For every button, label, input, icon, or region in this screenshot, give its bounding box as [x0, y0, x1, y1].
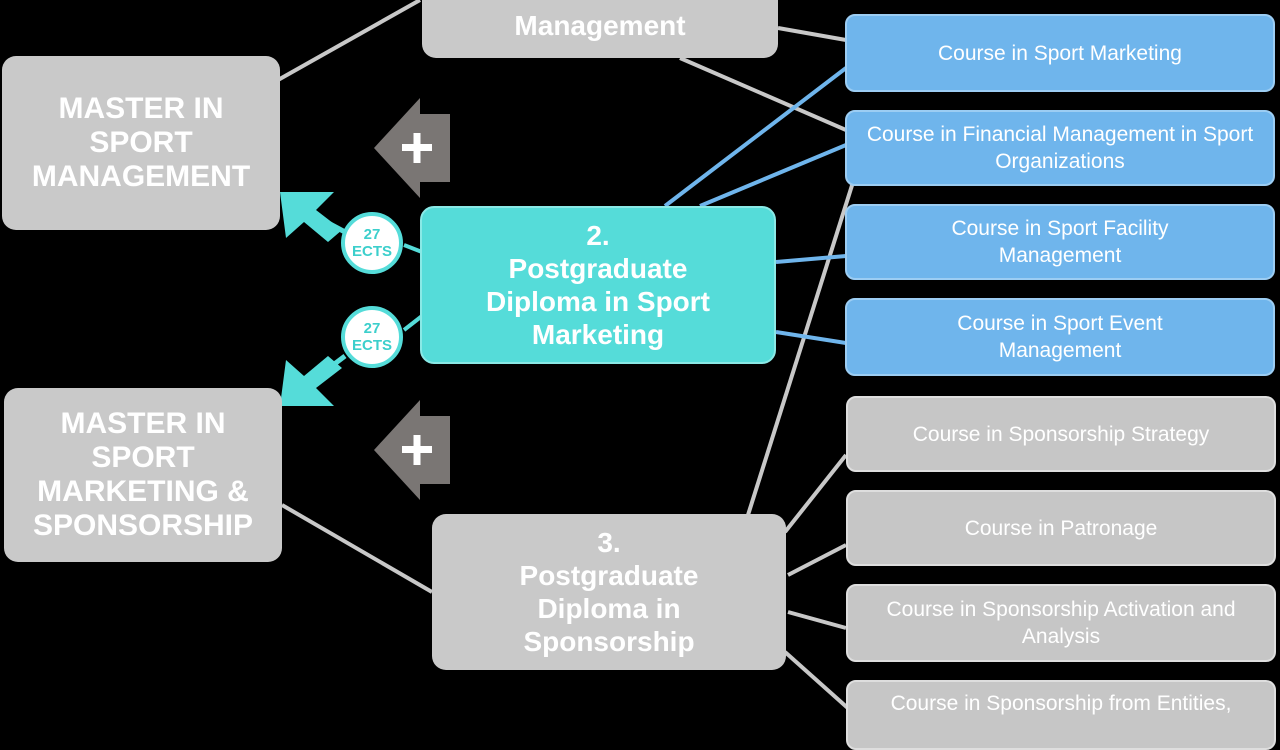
connector-pg3-grey1: [783, 453, 848, 534]
connector-pg2-blue2: [699, 143, 847, 208]
course-label: Course in Sponsorship Strategy: [912, 422, 1210, 446]
course-blue-1: Course in Sport Marketing: [845, 14, 1275, 92]
pg3-title: Postgraduate Diploma in Sponsorship: [519, 560, 699, 657]
connector-top-course2: [679, 56, 847, 132]
connector-top-course1: [777, 26, 847, 42]
course-label: Course in Sport Facility Management: [951, 217, 1169, 267]
connector-pg3-grey3: [787, 610, 847, 630]
arrowhead-to-master-2: [280, 356, 342, 406]
course-blue-4: Course in Sport Event Management: [845, 298, 1275, 376]
pg3-number: 3.: [597, 527, 621, 558]
connector-lines: [277, 0, 862, 712]
connector-master1-top: [277, 0, 421, 82]
course-label: Course in Sponsorship Activation and Ana…: [886, 598, 1236, 648]
ects-unit: ECTS: [351, 337, 392, 354]
connector-pg3-grey2: [787, 543, 847, 577]
course-grey-4: Course in Sponsorship from Entities,: [846, 680, 1276, 750]
pg2-sport-marketing-node: 2. Postgraduate Diploma in Sport Marketi…: [420, 206, 776, 364]
ects-badge-2: 27 ECTS: [341, 306, 403, 368]
course-label: Course in Sport Event Management: [957, 312, 1163, 362]
connector-ects1-pg2: [403, 243, 423, 254]
ects-value: 27: [363, 226, 381, 243]
course-label: Course in Patronage: [964, 516, 1158, 540]
connector-master2-pg3: [280, 503, 434, 594]
course-blue-3: Course in Sport Facility Management: [845, 204, 1275, 280]
course-blue-2: Course in Financial Management in Sport …: [845, 110, 1275, 186]
master-sport-marketing-sponsorship: MASTER IN SPORT MARKETING & SPONSORSHIP: [4, 388, 282, 562]
ects-badge-1: 27 ECTS: [341, 212, 403, 274]
ects-unit: ECTS: [351, 243, 392, 260]
course-grey-2: Course in Patronage: [846, 490, 1276, 566]
master-sport-marketing-label: MASTER IN SPORT MARKETING & SPONSORSHIP: [32, 407, 254, 542]
plus-arrow-icon-1: [374, 98, 450, 198]
pg2-title: Postgraduate Diploma in Sport Marketing: [486, 253, 710, 350]
master-sport-management: MASTER IN SPORT MANAGEMENT: [2, 56, 280, 230]
arrowhead-to-master-1: [280, 192, 342, 242]
ects-value: 27: [363, 320, 381, 337]
plus-arrow-icon-2: [374, 400, 450, 500]
connector-pg2-blue3: [775, 254, 847, 264]
course-grey-1: Course in Sponsorship Strategy: [846, 396, 1276, 472]
connector-pg2-blue1: [663, 66, 848, 208]
pg-top-node: Management: [422, 0, 778, 58]
course-label: Course in Sponsorship from Entities,: [890, 692, 1232, 715]
connector-pg2-blue4: [775, 330, 847, 345]
connector-pg3-grey4: [783, 650, 852, 712]
course-label: Course in Sport Marketing: [938, 41, 1182, 65]
pg3-sponsorship-node: 3. Postgraduate Diploma in Sponsorship: [432, 514, 786, 670]
pg-top-label: Management: [514, 10, 686, 41]
connector-ects2-pg2: [402, 314, 424, 332]
master-sport-management-label: MASTER IN SPORT MANAGEMENT: [31, 92, 251, 193]
pg2-number: 2.: [586, 220, 610, 251]
course-grey-3: Course in Sponsorship Activation and Ana…: [846, 584, 1276, 662]
course-label: Course in Financial Management in Sport …: [866, 123, 1254, 173]
